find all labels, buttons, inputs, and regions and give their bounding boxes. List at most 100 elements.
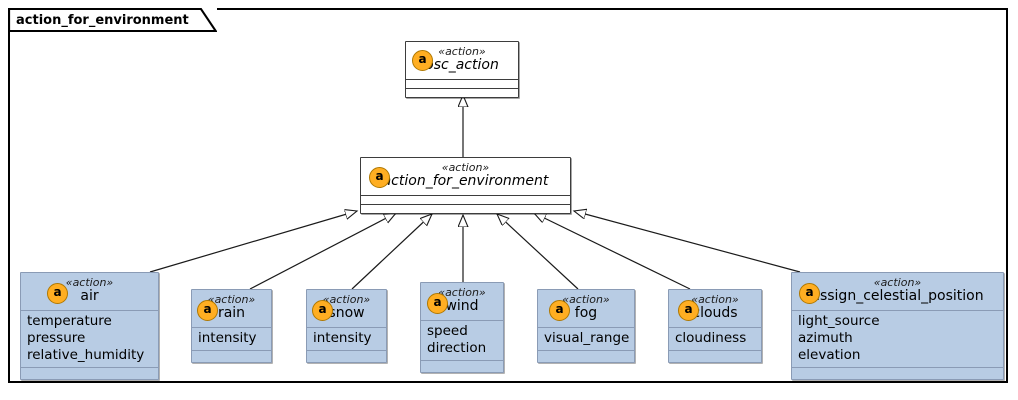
class-assign_celestial_position-attributes: light_source azimuth elevation <box>792 311 1003 367</box>
attribute: speed <box>427 322 468 339</box>
class-assign_celestial_position-methods <box>792 368 1003 379</box>
class-air-divider-1 <box>21 309 158 311</box>
frame-title-tab: action_for_environment <box>8 8 217 32</box>
class-wind-name: wind <box>445 298 479 315</box>
attribute: relative_humidity <box>27 346 145 363</box>
class-rain-divider-1 <box>192 326 271 328</box>
class-clouds-stereotype: «action» <box>691 293 739 306</box>
class-wind[interactable]: a «action» wind speed direction <box>420 282 504 373</box>
attribute: light_source <box>798 312 880 329</box>
class-action_for_environment[interactable]: a «action» action_for_environment <box>360 157 571 214</box>
class-osc_action-methods <box>406 89 518 97</box>
class-assign_celestial_position[interactable]: a «action» assign_celestial_position lig… <box>791 272 1004 380</box>
link-fog <box>497 214 579 290</box>
class-fog-header: a «action» fog <box>538 290 634 327</box>
link-snow <box>351 214 432 290</box>
action-badge-icon: a <box>47 283 68 304</box>
class-assign_celestial_position-name: assign_celestial_position <box>811 288 984 305</box>
link-air <box>149 211 357 273</box>
class-clouds-divider-2 <box>669 349 761 351</box>
action-badge-icon: a <box>427 293 448 314</box>
action-badge-icon: a <box>549 300 570 321</box>
class-rain-divider-2 <box>192 349 271 351</box>
class-osc_action[interactable]: a «action» osc_action <box>405 41 519 98</box>
class-action_for_environment-methods <box>361 205 570 213</box>
class-fog-attributes: visual_range <box>538 328 634 350</box>
class-fog-divider-2 <box>538 349 634 351</box>
action-badge-icon: a <box>312 300 333 321</box>
class-rain[interactable]: a «action» rain intensity <box>191 289 272 363</box>
class-rain-methods <box>192 351 271 362</box>
action-badge-icon: a <box>799 283 820 304</box>
attribute: intensity <box>198 329 257 346</box>
class-wind-stereotype: «action» <box>438 286 486 299</box>
class-clouds-header: a «action» clouds <box>669 290 761 327</box>
class-wind-methods <box>421 361 503 372</box>
class-snow-divider-1 <box>307 326 386 328</box>
attribute: direction <box>427 339 487 356</box>
class-assign_celestial_position-header: a «action» assign_celestial_position <box>792 273 1003 310</box>
class-snow[interactable]: a «action» snow intensity <box>306 289 387 363</box>
diagram-frame <box>8 8 1008 383</box>
class-snow-stereotype: «action» <box>322 293 371 306</box>
class-clouds-divider-1 <box>669 326 761 328</box>
class-osc_action-header: a «action» osc_action <box>406 42 518 79</box>
class-osc_action-stereotype: «action» <box>438 45 486 58</box>
class-snow-methods <box>307 351 386 362</box>
class-snow-divider-2 <box>307 349 386 351</box>
class-snow-attributes: intensity <box>307 328 386 350</box>
class-action_for_environment-stereotype: «action» <box>441 161 490 174</box>
class-fog[interactable]: a «action» fog visual_range <box>537 289 635 363</box>
class-assign_celestial_position-divider-1 <box>792 309 1003 311</box>
class-action_for_environment-name: action_for_environment <box>382 173 549 190</box>
link-assign_celestial_position <box>574 211 801 273</box>
action-badge-icon: a <box>197 300 218 321</box>
class-air-methods <box>21 368 158 379</box>
attribute: visual_range <box>544 329 630 346</box>
action-badge-icon: a <box>412 50 433 71</box>
class-assign_celestial_position-stereotype: «action» <box>873 276 922 289</box>
class-rain-header: a «action» rain <box>192 290 271 327</box>
class-rain-name: rain <box>217 305 246 322</box>
class-assign_celestial_position-divider-2 <box>792 366 1003 368</box>
class-osc_action-divider-1 <box>406 78 518 80</box>
class-air[interactable]: a «action» air temperature pressure rela… <box>20 272 159 380</box>
class-action_for_environment-divider-1 <box>361 194 570 196</box>
class-fog-stereotype: «action» <box>562 293 610 306</box>
class-air-stereotype: «action» <box>65 276 114 289</box>
attribute: azimuth <box>798 329 853 346</box>
class-clouds-name: clouds <box>692 305 738 322</box>
class-clouds[interactable]: a «action» clouds cloudiness <box>668 289 762 363</box>
class-action_for_environment-attributes <box>361 196 570 204</box>
class-air-header: a «action» air <box>21 273 158 310</box>
class-wind-divider-2 <box>421 359 503 361</box>
class-air-name: air <box>80 288 99 305</box>
action-badge-icon: a <box>369 167 390 188</box>
class-wind-divider-1 <box>421 319 503 321</box>
action-badge-icon: a <box>678 300 699 321</box>
class-action_for_environment-header: a «action» action_for_environment <box>361 158 570 195</box>
class-air-divider-2 <box>21 366 158 368</box>
class-rain-attributes: intensity <box>192 328 271 350</box>
link-clouds <box>534 213 691 290</box>
attribute: elevation <box>798 346 861 363</box>
attribute: temperature <box>27 312 112 329</box>
class-fog-name: fog <box>574 305 598 322</box>
class-clouds-attributes: cloudiness <box>669 328 761 350</box>
frame-title-label: action_for_environment <box>16 12 189 28</box>
class-air-attributes: temperature pressure relative_humidity <box>21 311 158 367</box>
attribute: cloudiness <box>675 329 747 346</box>
class-snow-name: snow <box>328 305 365 322</box>
class-fog-divider-1 <box>538 326 634 328</box>
class-wind-header: a «action» wind <box>421 283 503 320</box>
class-fog-methods <box>538 351 634 362</box>
class-osc_action-divider-2 <box>406 87 518 89</box>
class-osc_action-attributes <box>406 80 518 88</box>
class-clouds-methods <box>669 351 761 362</box>
class-action_for_environment-divider-2 <box>361 203 570 205</box>
class-rain-stereotype: «action» <box>207 293 256 306</box>
attribute: intensity <box>313 329 372 346</box>
class-wind-attributes: speed direction <box>421 321 503 360</box>
